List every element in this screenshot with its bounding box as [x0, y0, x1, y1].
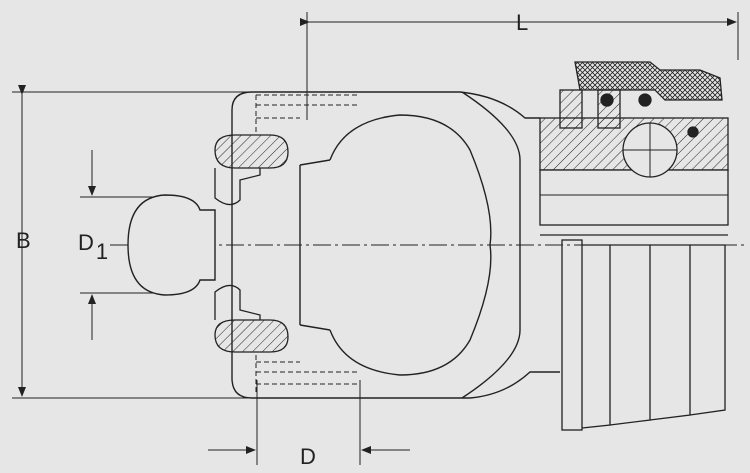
dimension-d1 — [80, 150, 160, 340]
label-d1-sub: 1 — [95, 239, 109, 264]
locking-collar — [559, 61, 723, 138]
label-b: B — [16, 228, 31, 253]
ball-joint — [127, 194, 216, 296]
yoke-body — [231, 91, 560, 399]
dimension-l — [300, 12, 739, 120]
dimension-d — [208, 380, 410, 465]
dimension-b — [12, 85, 260, 399]
label-l: L — [516, 10, 529, 35]
cross-ends — [214, 134, 289, 353]
label-d: D — [300, 444, 316, 469]
label-d1-main: D — [78, 230, 94, 255]
guard-ribs — [540, 234, 728, 431]
bore-hidden-lines — [255, 94, 360, 395]
label-d1: D1 — [78, 230, 108, 263]
hub-section — [539, 117, 729, 226]
